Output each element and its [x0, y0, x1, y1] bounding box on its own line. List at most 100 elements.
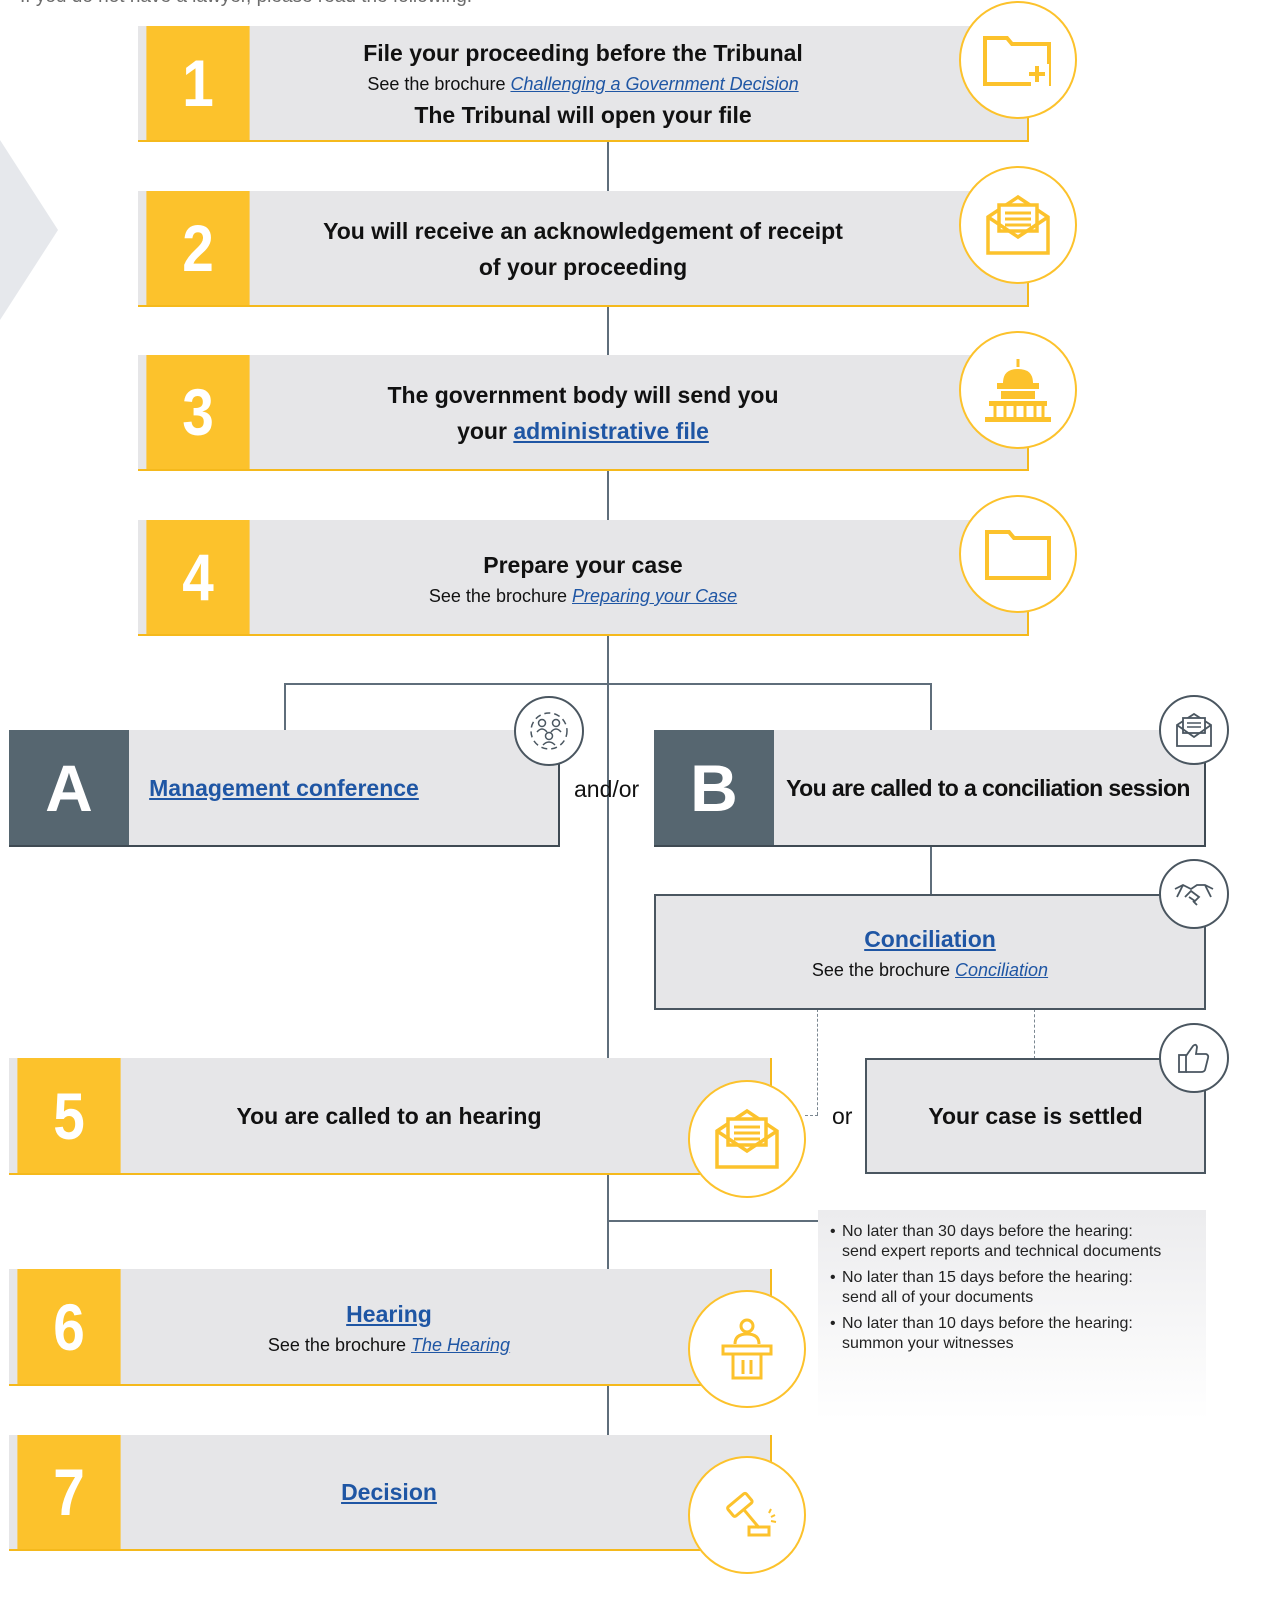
- decision-link[interactable]: Decision: [341, 1479, 437, 1505]
- step-3-number: 3: [146, 355, 250, 469]
- handshake-icon: [1174, 883, 1214, 906]
- people-circle-icon: [530, 712, 568, 750]
- branch-a-letter: A: [9, 730, 129, 845]
- step-6-brochure: See the brochure The Hearing: [268, 1332, 510, 1358]
- settled-content: Your case is settled: [865, 1058, 1206, 1174]
- envelope-icon: [1176, 712, 1212, 747]
- connector-branch-h: [284, 683, 931, 685]
- step-5-number: 5: [17, 1058, 121, 1173]
- conciliation-brochure-link[interactable]: Conciliation: [955, 960, 1049, 980]
- step-4-icon-circle: [959, 495, 1077, 613]
- step-1-brochure-prefix: See the brochure: [367, 74, 511, 94]
- step-2-number: 2: [146, 191, 250, 305]
- connector-main-3: [607, 470, 609, 522]
- step-5-icon-circle: [688, 1080, 806, 1198]
- step-5-content: You are called to an hearing: [129, 1058, 649, 1173]
- branch-b-content: You are called to a conciliation session: [774, 730, 1202, 845]
- step-1-brochure-link[interactable]: Challenging a Government Decision: [510, 74, 799, 94]
- step-4-brochure-link[interactable]: Preparing your Case: [572, 586, 738, 606]
- deadlines-list: No later than 30 days before the hearing…: [828, 1222, 1196, 1354]
- deadline-item: No later than 10 days before the hearing…: [828, 1314, 1196, 1354]
- connector-main-4: [607, 634, 609, 1058]
- connector-main-6: [607, 1385, 609, 1437]
- step-4-brochure-prefix: See the brochure: [428, 586, 572, 606]
- deadline-2-line-2: send all of your documents: [842, 1289, 1034, 1306]
- step-1-subtitle: The Tribunal will open your file: [414, 102, 752, 128]
- step-3-line-1: The government body will send you: [387, 382, 779, 408]
- step-1-content: File your proceeding before the Tribunal…: [258, 30, 908, 138]
- branch-b-letter: B: [654, 730, 774, 845]
- step-1-brochure: See the brochure Challenging a Governmen…: [367, 71, 798, 97]
- step-6-brochure-prefix: See the brochure: [267, 1334, 412, 1355]
- deadline-item: No later than 15 days before the hearing…: [828, 1268, 1196, 1308]
- deadlines-panel: No later than 30 days before the hearing…: [818, 1210, 1206, 1420]
- step-3-icon-circle: [959, 331, 1077, 449]
- conciliation-title: Conciliation: [864, 921, 996, 957]
- step-3-content: The government body will send you your a…: [258, 359, 908, 467]
- envelope-icon: [715, 1108, 779, 1169]
- step-2-box: [138, 191, 1029, 307]
- connector-main-1: [607, 140, 609, 192]
- step-6-icon-circle: [688, 1290, 806, 1408]
- deadline-3-line-1: No later than 10 days before the hearing…: [842, 1315, 1133, 1332]
- deadline-1-line-1: No later than 30 days before the hearing…: [842, 1223, 1133, 1240]
- step-4-box: [138, 520, 1029, 636]
- step-2-line-1: You will receive an acknowledgement of r…: [323, 218, 843, 244]
- step-2-line-2: of your proceeding: [478, 254, 688, 280]
- connector-deadlines-h: [607, 1220, 819, 1222]
- management-conference-link[interactable]: Management conference: [149, 770, 419, 806]
- step-6-brochure-link[interactable]: The Hearing: [411, 1334, 511, 1355]
- step-2-content: You will receive an acknowledgement of r…: [258, 195, 908, 303]
- connector-dashed-h: [805, 1115, 818, 1116]
- step-6-number: 6: [17, 1269, 121, 1384]
- step-3-line-2-prefix: your: [457, 418, 514, 444]
- conciliation-box: [654, 894, 1206, 1010]
- deadline-item: No later than 30 days before the hearing…: [828, 1222, 1196, 1262]
- conciliation-brochure: See the brochure Conciliation: [812, 957, 1048, 983]
- deadline-2-line-1: No later than 15 days before the hearing…: [842, 1269, 1133, 1286]
- folder-icon: [985, 530, 1051, 580]
- step-7-number: 7: [17, 1435, 121, 1549]
- deadline-1-line-2: send expert reports and technical docume…: [842, 1243, 1162, 1260]
- step-3-box: [138, 355, 1029, 471]
- and-or-label: and/or: [574, 776, 640, 802]
- step-2-icon-circle: [959, 166, 1077, 284]
- conciliation-icon-circle: [1159, 859, 1229, 929]
- step-7-icon-circle: [688, 1456, 806, 1574]
- step-6-box: [9, 1269, 772, 1386]
- administrative-file-link[interactable]: administrative file: [513, 418, 709, 444]
- connector-main-2: [607, 305, 609, 357]
- government-building-icon: [985, 359, 1051, 422]
- conciliation-link[interactable]: Conciliation: [864, 926, 996, 952]
- step-4-number: 4: [146, 520, 250, 634]
- connector-b-conciliation: [930, 846, 932, 895]
- step-6-content: Hearing See the brochure The Hearing: [129, 1269, 649, 1384]
- settled-text: Your case is settled: [928, 1103, 1143, 1129]
- step-7-title: Decision: [341, 1474, 437, 1510]
- connector-branch-b: [930, 683, 932, 730]
- decorative-chevron: [0, 140, 58, 320]
- gavel-icon: [726, 1491, 777, 1537]
- connector-dashed-left: [817, 1009, 818, 1115]
- branch-b-icon-circle: [1159, 695, 1229, 765]
- conciliation-brochure-prefix: See the brochure: [811, 960, 956, 980]
- thumbs-up-icon: [1178, 1043, 1210, 1073]
- judge-podium-icon: [721, 1318, 773, 1380]
- step-4-title: Prepare your case: [483, 552, 683, 578]
- step-1-title: File your proceeding before the Tribunal: [363, 40, 803, 66]
- hearing-link[interactable]: Hearing: [346, 1300, 432, 1327]
- conciliation-content: Conciliation See the brochure Conciliati…: [654, 894, 1206, 1010]
- folder-plus-icon: [983, 36, 1051, 86]
- settled-box: [865, 1058, 1206, 1174]
- envelope-icon: [986, 194, 1050, 255]
- step-1-number: 1: [146, 26, 250, 140]
- branch-a-content: Management conference: [129, 730, 439, 845]
- connector-main-5: [607, 1174, 609, 1270]
- step-4-content: Prepare your case See the brochure Prepa…: [258, 524, 908, 632]
- step-5-box: [9, 1058, 772, 1175]
- management-conference-link-text[interactable]: Management conference: [149, 774, 419, 801]
- or-label: or: [832, 1103, 853, 1129]
- branch-b-text: You are called to a conciliation session: [786, 774, 1190, 801]
- deadline-3-line-2: summon your witnesses: [842, 1335, 1014, 1352]
- step-1-box: [138, 26, 1029, 142]
